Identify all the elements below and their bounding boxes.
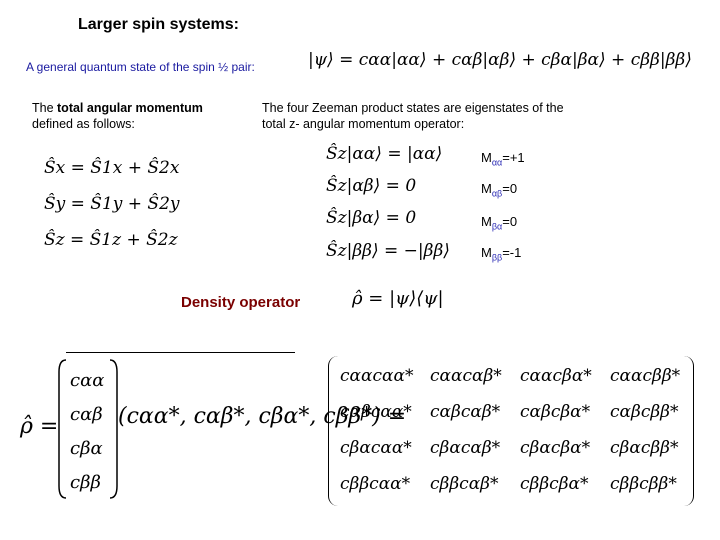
matrix-cell: cββcβα* [520, 474, 589, 494]
m-sub: αα [491, 157, 503, 168]
m-value: =0 [502, 214, 518, 229]
sz-alpha-alpha: Ŝz|αα⟩ = |αα⟩ [326, 144, 443, 164]
m-value: =0 [502, 181, 518, 196]
m-label-bb: Mββ=-1 [481, 245, 522, 263]
sz-equation: Ŝz = Ŝ1z + Ŝ2z [44, 230, 178, 250]
sy-equation: Ŝy = Ŝ1y + Ŝ2y [44, 194, 180, 214]
column-vector: cαα cαβ cβα cββ [58, 359, 118, 499]
matrix-cell: cβαcαα* [340, 438, 412, 458]
column-bracket-left [58, 359, 67, 499]
tam-bold: total angular momentum [57, 101, 203, 115]
column-entry-ba: cβα [70, 438, 103, 459]
matrix-bracket-right [683, 356, 694, 506]
density-matrix: cααcαα* cααcαβ* cααcβα* cααcββ* cαβcαα* … [328, 356, 694, 506]
m-sub: βα [491, 221, 503, 232]
m-sub: αβ [491, 188, 503, 199]
general-state-label: A general quantum state of the spin ½ pa… [26, 60, 255, 74]
matrix-cell: cαβcβα* [520, 402, 591, 422]
psi-equation: |ψ⟩ = cαα|αα⟩ + cαβ|αβ⟩ + cβα|βα⟩ + cββ|… [308, 50, 692, 70]
matrix-cell: cββcββ* [610, 474, 677, 494]
density-operator-label: Density operator [181, 294, 301, 311]
tam-suffix: defined as follows: [32, 117, 135, 131]
m-label-aa: Mαα=+1 [481, 150, 525, 168]
column-entry-ab: cαβ [70, 404, 103, 425]
tam-prefix: The [32, 101, 58, 115]
column-entry-aa: cαα [70, 370, 104, 391]
rho-symbol: ρ̂ = [20, 414, 59, 439]
sx-equation: Ŝx = Ŝ1x + Ŝ2x [44, 158, 180, 178]
total-angular-momentum-text: The total angular momentum defined as fo… [32, 100, 203, 132]
row-vector: (cαα*, cαβ*, cβα*, cββ*) = [118, 404, 407, 429]
matrix-cell: cααcβα* [520, 366, 592, 386]
matrix-cell: cββcαβ* [430, 474, 499, 494]
m-sub: ββ [491, 252, 503, 263]
m-label-ba: Mβα=0 [481, 214, 518, 232]
slide-title: Larger spin systems: [78, 16, 239, 33]
sz-beta-alpha: Ŝz|βα⟩ = 0 [326, 208, 417, 228]
zeeman-text: The four Zeeman product states are eigen… [262, 101, 564, 131]
m-label-ab: Mαβ=0 [481, 181, 518, 199]
matrix-cell: cααcββ* [610, 366, 681, 386]
matrix-cell: cαβcββ* [610, 402, 679, 422]
divider-line [66, 352, 295, 353]
matrix-cell: cααcαβ* [430, 366, 502, 386]
sz-alpha-beta: Ŝz|αβ⟩ = 0 [326, 176, 417, 196]
matrix-cell: cββcαα* [340, 474, 411, 494]
matrix-cell: cβαcβα* [520, 438, 591, 458]
sz-beta-beta: Ŝz|ββ⟩ = −|ββ⟩ [326, 241, 450, 261]
m-value: =-1 [502, 245, 522, 260]
matrix-bracket-left [328, 356, 339, 506]
matrix-cell: cβαcββ* [610, 438, 679, 458]
matrix-cell: cαβcαα* [340, 402, 412, 422]
matrix-cell: cβαcαβ* [430, 438, 501, 458]
m-value: =+1 [502, 150, 525, 165]
column-bracket-right [109, 359, 118, 499]
matrix-cell: cααcαα* [340, 366, 414, 386]
matrix-cell: cαβcαβ* [430, 402, 501, 422]
column-entry-bb: cββ [70, 472, 101, 493]
rho-equation: ρ̂ = |ψ⟩⟨ψ| [352, 288, 444, 309]
